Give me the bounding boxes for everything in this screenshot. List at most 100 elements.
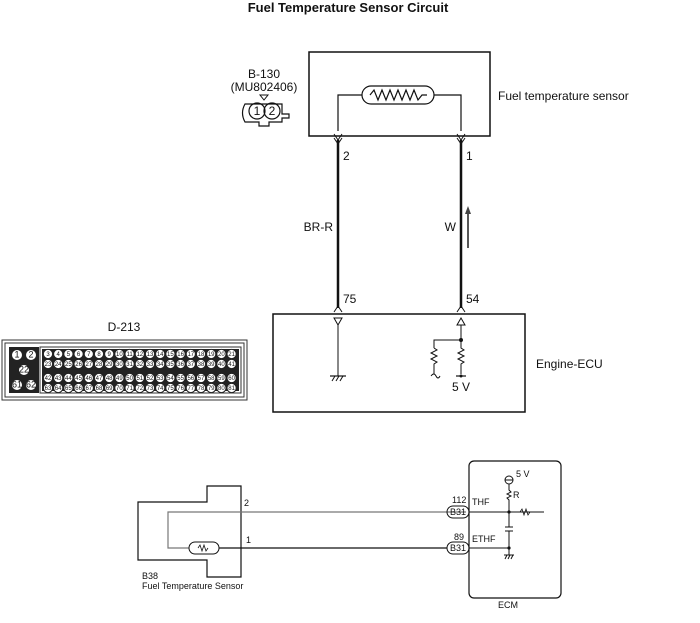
sensor-connector-id: B38 xyxy=(142,571,158,581)
connector-d213-pin-label: 32 xyxy=(136,362,143,368)
connector-d213-pin xyxy=(226,348,237,360)
connector-d213-pin-label: 37 xyxy=(187,362,194,368)
connector-d213-pin xyxy=(73,372,84,384)
resistor-r-icon xyxy=(505,484,513,512)
connector-d213-pin-label: 28 xyxy=(96,362,103,368)
connector-d213-pin xyxy=(185,382,196,394)
connector-d213-id: D-213 xyxy=(108,320,141,334)
connector-d213-pin-label: 15 xyxy=(167,352,174,358)
connector-d213-pin-label: 58 xyxy=(208,376,215,382)
connector-d213-pin xyxy=(144,382,156,394)
sensor-pin-lower: 1 xyxy=(246,535,251,545)
connector-d213-pin-label: 33 xyxy=(147,362,154,368)
connector-d213-pin-label: 43 xyxy=(55,376,62,382)
resistor-icon xyxy=(429,347,439,374)
ecm-label: ECM xyxy=(498,600,518,610)
connector-b130-shell xyxy=(241,103,290,127)
connector-d213-pin xyxy=(18,364,30,376)
connector-d213-pin xyxy=(11,379,23,391)
connector-d213-pin-label: 63 xyxy=(45,386,52,392)
connector-d213-pin-label: 34 xyxy=(157,362,164,368)
connector-d213-pin-label: 75 xyxy=(167,386,174,392)
connector-d213-pin xyxy=(206,382,217,394)
connector-d213-pin-label: 71 xyxy=(126,386,133,392)
connector-d213-pin xyxy=(134,382,145,394)
connector-d213-pin-label: 79 xyxy=(208,386,215,392)
connector-d213-pin xyxy=(134,358,145,370)
connector-d213-pin xyxy=(114,372,125,384)
connector-d213-pin xyxy=(53,358,64,370)
connector-d213-pin xyxy=(83,348,94,360)
connector-d213-pin-label: 5 xyxy=(67,352,71,358)
connector-d213-pin-label: 59 xyxy=(218,376,225,382)
connector-d213-pin xyxy=(63,372,74,384)
connector-d213-pin xyxy=(144,372,156,384)
diagram-title: Fuel Temperature Sensor Circuit xyxy=(248,0,449,15)
connector-d213-pin-label: 55 xyxy=(177,376,184,382)
connector-d213-pin xyxy=(216,372,227,384)
sensor-b38: 2 1 B38 Fuel Temperature Sensor xyxy=(137,485,466,591)
wire-right-color: W xyxy=(445,220,457,234)
connector-d213-pin-label: 35 xyxy=(167,362,174,368)
connector-d213-pin-label: 66 xyxy=(75,386,82,392)
connector-d213-pin-label: 45 xyxy=(75,376,82,382)
connector-d213-pin-label: 23 xyxy=(45,362,52,368)
connector-d213-pin xyxy=(93,348,105,360)
connector-d213-pin-label: 9 xyxy=(108,352,112,358)
connector-d213-pin-label: 42 xyxy=(45,376,52,382)
connector-d213-pin-label: 10 xyxy=(116,352,123,358)
connector-d213-pin xyxy=(206,372,217,384)
connector-d213-pin xyxy=(63,348,74,360)
connector-d213-pin-label: 76 xyxy=(177,386,184,392)
connector-d213-pin-label: 11 xyxy=(126,352,133,358)
connector-d213-pin xyxy=(195,372,207,384)
connector-d213-pin-label: 8 xyxy=(97,352,101,358)
connector-d213-pin xyxy=(155,382,166,394)
connector-d213-pin xyxy=(73,358,84,370)
connector-d213-pin-label: 26 xyxy=(75,362,82,368)
ecm-connector-ethf-label: B31 xyxy=(450,543,466,553)
connector-d213-pin-label: 49 xyxy=(116,376,123,382)
connector-d213-pin-label: 73 xyxy=(147,386,154,392)
connector-d213-pin xyxy=(155,348,166,360)
connector-d213-pin xyxy=(216,358,227,370)
connector-d213-pin-label: 74 xyxy=(157,386,164,392)
connector-d213-pin xyxy=(206,348,217,360)
connector-d213-pin-label: 24 xyxy=(55,362,62,368)
connector-d213-pin xyxy=(206,358,217,370)
connector-d213-pin xyxy=(124,348,135,360)
ecu-voltage: 5 V xyxy=(452,380,470,394)
connector-d213-pin xyxy=(155,372,166,384)
connector-d213-pin xyxy=(175,372,186,384)
connector-d213-pin-label: 22 xyxy=(19,365,29,375)
connector-d213-pin-label: 6 xyxy=(77,352,81,358)
connector-d213-pin xyxy=(83,358,94,370)
ground-icon xyxy=(330,375,346,382)
connector-d213-pin xyxy=(165,382,176,394)
connector-d213-pin-label: 17 xyxy=(187,352,194,358)
sensor-pin-left: 2 xyxy=(343,149,350,163)
connector-d213-pin xyxy=(195,382,207,394)
connector-d213-pin-label: 52 xyxy=(147,376,154,382)
connector-d213-pin xyxy=(175,348,186,360)
connector-d213-pin xyxy=(226,372,237,384)
connector-d213-pin-label: 51 xyxy=(136,376,143,382)
connector-d213-pin-label: 30 xyxy=(116,362,123,368)
connector-d213-pin xyxy=(25,379,37,391)
connector-d213-pin xyxy=(195,348,207,360)
connector-d213-pin xyxy=(216,348,227,360)
connector-d213-pin-label: 54 xyxy=(167,376,174,382)
connector-d213-pin-label: 65 xyxy=(65,386,72,392)
sensor-label: Fuel temperature sensor xyxy=(498,89,629,103)
ecu-label: Engine-ECU xyxy=(536,357,603,371)
connector-d213-pin-label: 13 xyxy=(147,352,154,358)
ecm-box xyxy=(468,460,562,599)
sensor-name: Fuel Temperature Sensor xyxy=(142,581,243,591)
connector-d213-pin xyxy=(226,358,237,370)
connector-d213-pin-label: 48 xyxy=(106,376,113,382)
connector-d213-pin-label: 2 xyxy=(28,350,33,360)
connector-d213-pin-label: 78 xyxy=(198,386,205,392)
ecm: ECM 112 THF 89 ETHF B31 B31 5 V R xyxy=(446,460,562,610)
